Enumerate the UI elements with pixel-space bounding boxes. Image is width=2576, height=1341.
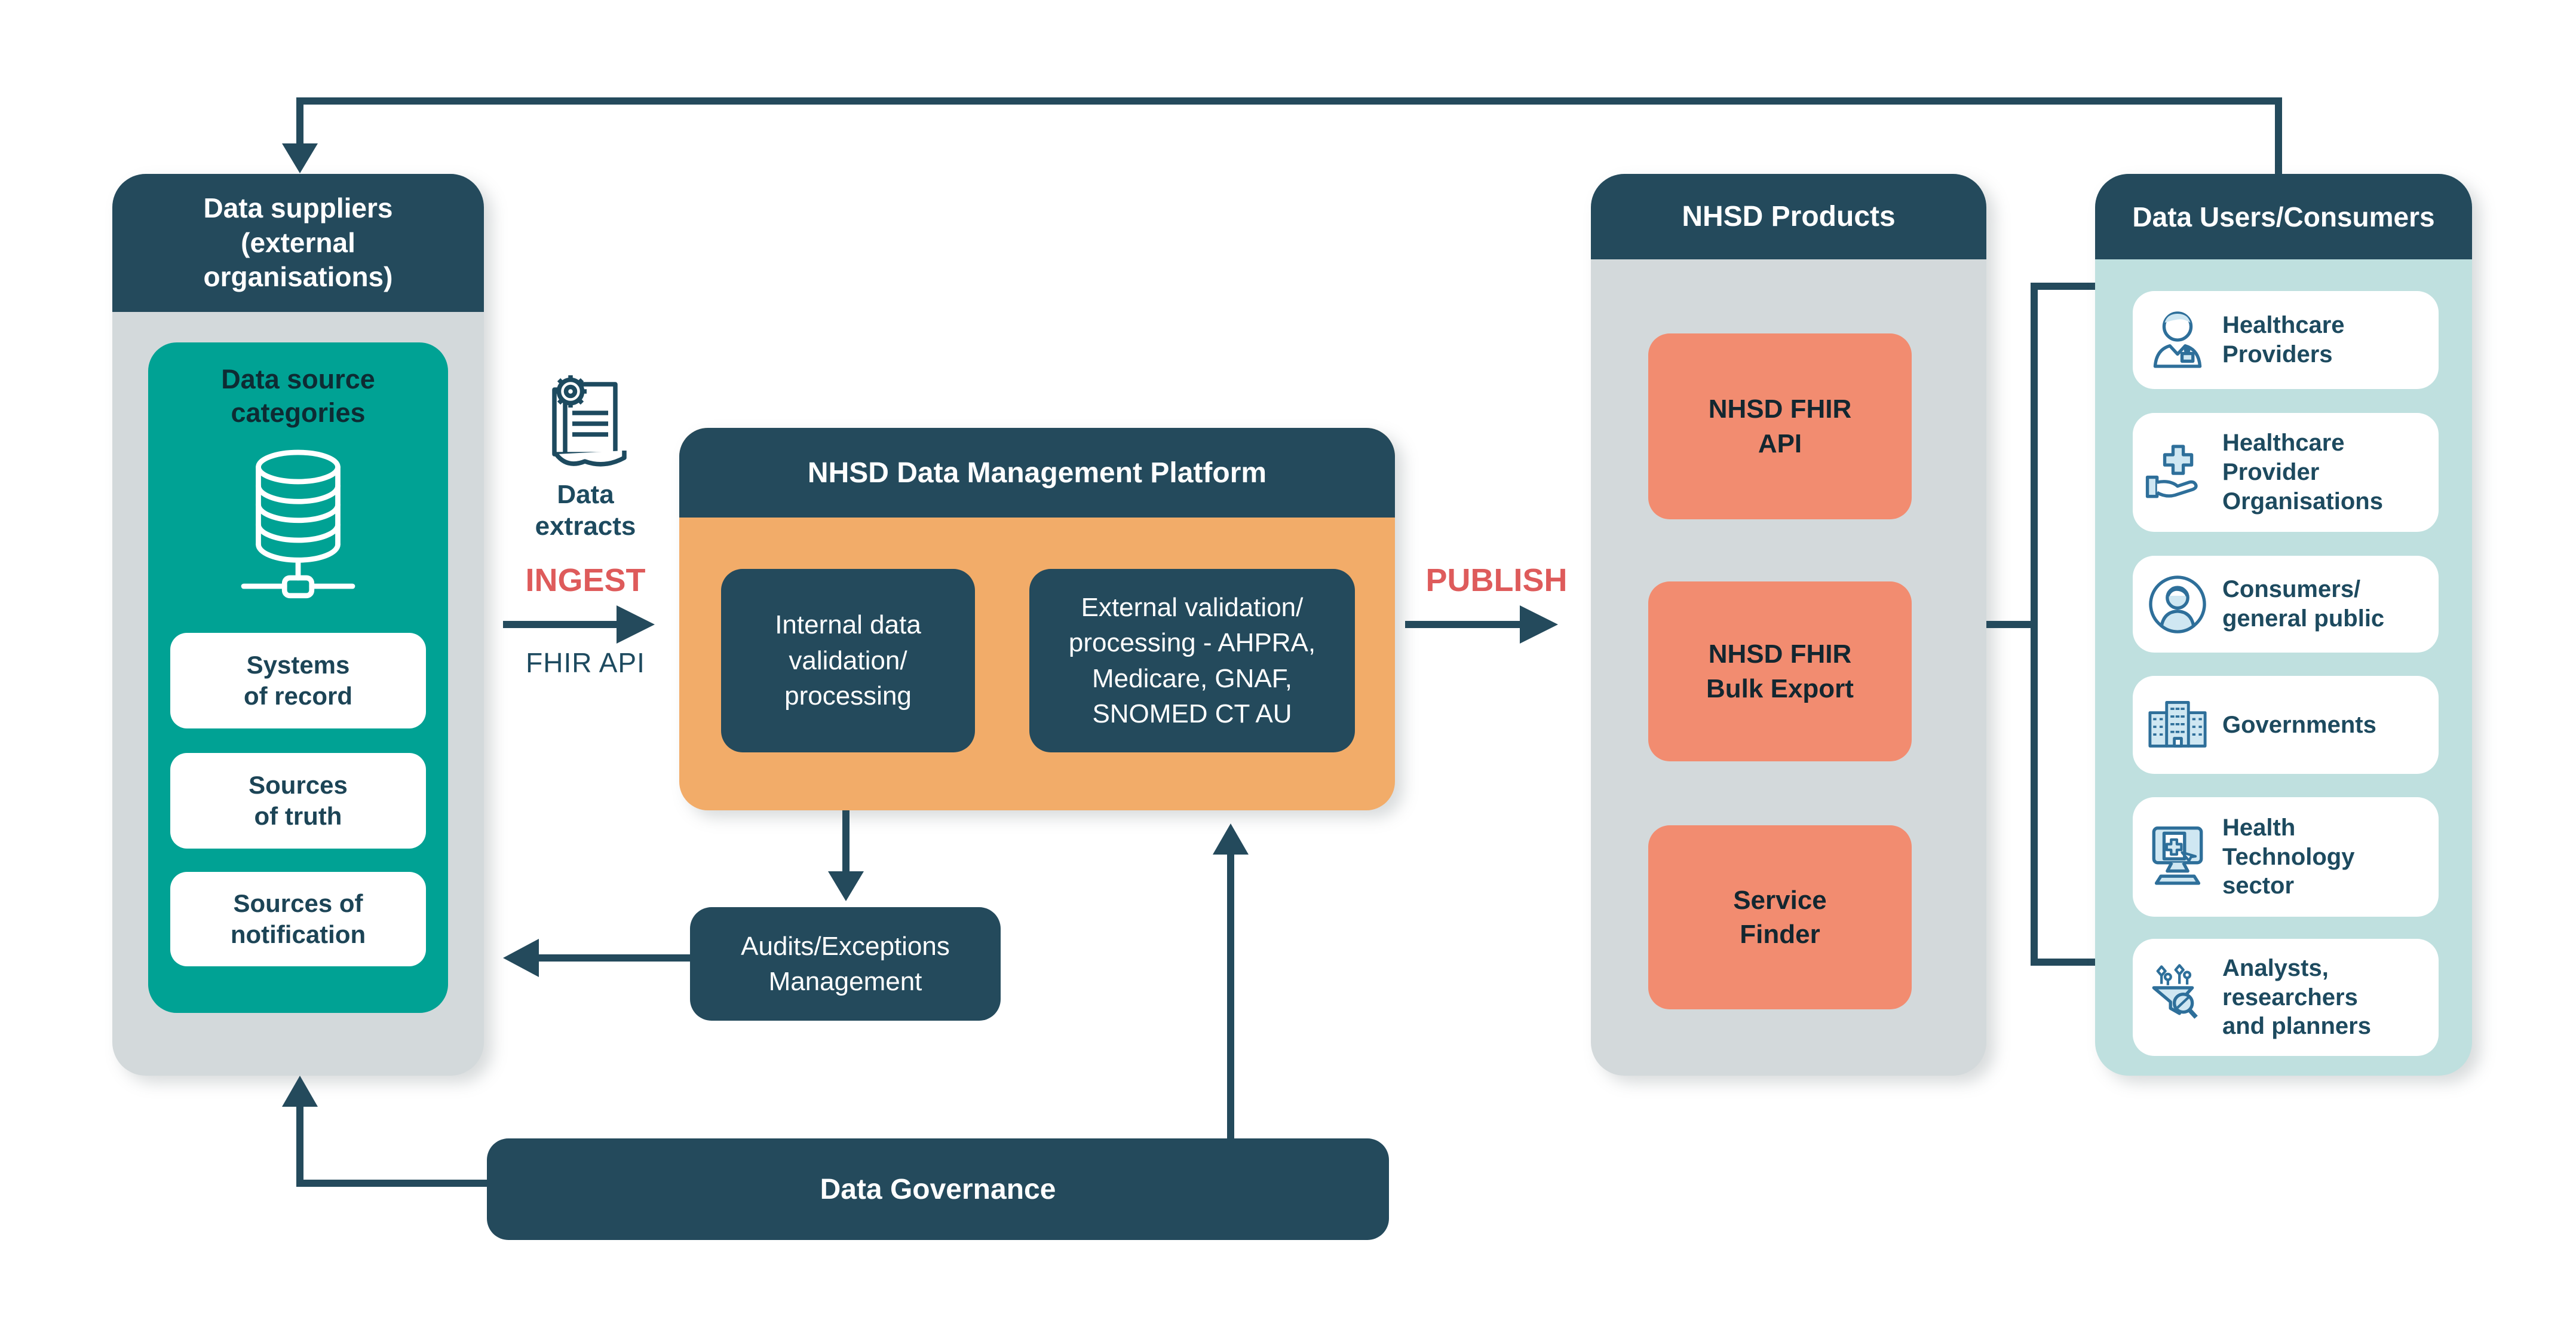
governance-suppliers-arrowhead-icon xyxy=(282,1076,318,1107)
data-source-categories-box: Data source categories Systems of record… xyxy=(148,342,448,1013)
publish-label: PUBLISH xyxy=(1425,562,1568,598)
supplier-item-sources-of-notification: Sources of notification xyxy=(170,872,426,966)
user-card-analysts-researchers-planners: Analysts, researchers and planners xyxy=(2133,939,2439,1056)
database-icon xyxy=(235,438,361,620)
ingest-label: INGEST xyxy=(525,562,646,598)
data-source-categories-title: Data source categories xyxy=(221,364,375,428)
user-card-consumers-general-public: Consumers/ general public xyxy=(2133,556,2439,653)
platform-internal-validation-box: Internal data validation/ processing xyxy=(721,569,975,752)
suppliers-panel: Data suppliers (external organisations) … xyxy=(112,174,484,1076)
person-circle-icon xyxy=(2133,569,2222,639)
platform-external-validation-box: External validation/ processing - AHPRA,… xyxy=(1029,569,1355,752)
platform-audits-line xyxy=(842,810,850,871)
governance-platform-line xyxy=(1227,855,1234,1138)
user-card-governments: Governments xyxy=(2133,676,2439,774)
user-card-health-technology-sector: Health Technology sector xyxy=(2133,797,2439,917)
hand-cross-icon xyxy=(2133,437,2222,508)
users-bracket-vertical xyxy=(2031,283,2038,966)
user-card-label: Healthcare Providers xyxy=(2222,312,2345,368)
user-card-healthcare-providers: Healthcare Providers xyxy=(2133,291,2439,389)
platform-title: NHSD Data Management Platform xyxy=(679,428,1395,518)
platform-panel: NHSD Data Management Platform Internal d… xyxy=(679,428,1395,810)
users-panel-title: Data Users/Consumers xyxy=(2095,174,2472,259)
audits-suppliers-line xyxy=(538,954,690,962)
suppliers-panel-title: Data suppliers (external organisations) xyxy=(112,174,484,312)
user-card-label: Analysts, researchers and planners xyxy=(2222,954,2371,1040)
user-card-label: Governments xyxy=(2222,711,2376,738)
feedback-line-top xyxy=(296,97,2282,105)
health-technology-icon xyxy=(2133,822,2222,892)
products-panel-title: NHSD Products xyxy=(1591,174,1986,259)
feedback-line-left xyxy=(296,97,303,145)
fhir-api-caption: FHIR API xyxy=(526,647,645,678)
product-service-finder: Service Finder xyxy=(1648,825,1912,1009)
governance-platform-arrowhead-icon xyxy=(1213,823,1249,855)
healthcare-provider-icon xyxy=(2133,305,2222,375)
ingest-arrowhead-icon xyxy=(617,605,655,644)
product-nhsd-fhir-bulk-export: NHSD FHIR Bulk Export xyxy=(1648,581,1912,761)
government-buildings-icon xyxy=(2133,690,2222,760)
publish-arrow-line xyxy=(1405,621,1520,628)
audits-suppliers-arrowhead-icon xyxy=(503,939,539,977)
data-extracts-label: Data extracts xyxy=(535,480,636,541)
user-card-label: Consumers/ general public xyxy=(2222,576,2385,632)
users-bracket-bottom-stub xyxy=(2031,959,2096,966)
supplier-item-sources-of-truth: Sources of truth xyxy=(170,753,426,849)
ingest-arrow-line xyxy=(503,621,617,628)
audits-exceptions-box: Audits/Exceptions Management xyxy=(690,907,1001,1021)
users-bracket-top-stub xyxy=(2031,283,2096,290)
governance-suppliers-hline xyxy=(296,1180,487,1187)
product-nhsd-fhir-api: NHSD FHIR API xyxy=(1648,333,1912,519)
products-users-connector xyxy=(1986,621,2034,628)
document-gear-icon xyxy=(536,372,635,482)
products-panel: NHSD Products NHSD FHIR API NHSD FHIR Bu… xyxy=(1591,174,1986,1076)
feedback-line-right xyxy=(2275,97,2282,175)
supplier-item-systems-of-record: Systems of record xyxy=(170,633,426,728)
users-panel: Data Users/Consumers Healthcare Provider… xyxy=(2095,174,2472,1076)
user-card-label: Health Technology sector xyxy=(2222,814,2355,899)
feedback-arrowhead-icon xyxy=(282,143,318,173)
funnel-analytics-icon xyxy=(2133,962,2222,1033)
governance-suppliers-vline xyxy=(296,1106,303,1187)
data-governance-box: Data Governance xyxy=(487,1138,1389,1240)
user-card-label: Healthcare Provider Organisations xyxy=(2222,430,2383,515)
user-card-healthcare-provider-organisations: Healthcare Provider Organisations xyxy=(2133,413,2439,532)
platform-audits-arrowhead-icon xyxy=(828,871,864,901)
publish-arrowhead-icon xyxy=(1520,605,1558,644)
